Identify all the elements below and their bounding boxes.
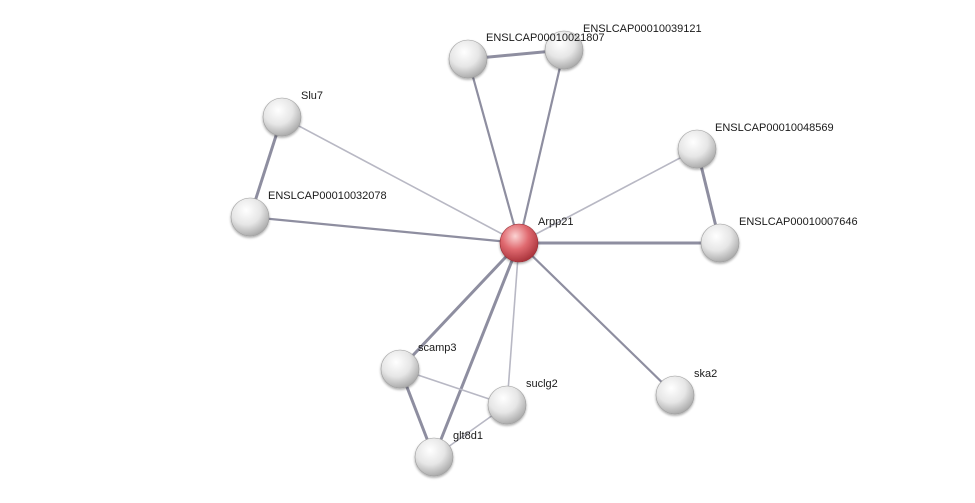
node-label-slu7: Slu7 [301, 90, 323, 102]
node-circle-glt8d1[interactable] [414, 437, 454, 477]
node-circle-enslcap07646[interactable] [700, 223, 740, 263]
edge-arpp21-scamp3[interactable] [398, 241, 521, 371]
node-arpp21[interactable] [499, 223, 539, 263]
edge-arpp21-ska2[interactable] [518, 242, 676, 396]
edge-arpp21-glt8d1[interactable] [432, 242, 521, 458]
node-circle-ska2[interactable] [655, 375, 695, 415]
node-slu7[interactable] [262, 97, 302, 137]
edge-arpp21-suclg2[interactable] [506, 242, 520, 406]
node-label-ska2: ska2 [694, 368, 717, 380]
node-label-arpp21: Arpp21 [538, 216, 573, 228]
edge-arpp21-slu7[interactable] [281, 116, 520, 244]
node-layer [230, 30, 740, 477]
edge-arpp21-enslcap48569[interactable] [518, 148, 698, 244]
edge-layer [248, 48, 722, 458]
node-label-enslcap07646: ENSLCAP00010007646 [739, 216, 858, 228]
node-circle-enslcap48569[interactable] [677, 129, 717, 169]
node-ska2[interactable] [655, 375, 695, 415]
node-label-scamp3: scamp3 [418, 342, 457, 354]
edge-arpp21-enslcap21807[interactable] [466, 58, 521, 244]
node-circle-arpp21[interactable] [499, 223, 539, 263]
node-label-enslcap48569: ENSLCAP00010048569 [715, 122, 834, 134]
label-layer: Arpp21 ENSLCAP00010021807ENSLCAP000100391… [268, 23, 858, 442]
node-circle-enslcap32078[interactable] [230, 197, 270, 237]
node-suclg2[interactable] [487, 385, 527, 425]
node-enslcap07646[interactable] [700, 223, 740, 263]
node-label-enslcap32078: ENSLCAP00010032078 [268, 190, 387, 202]
node-label-enslcap21807: ENSLCAP00010021807 [486, 32, 605, 44]
node-label-suclg2: suclg2 [526, 378, 558, 390]
node-circle-slu7[interactable] [262, 97, 302, 137]
node-label-enslcap39121: ENSLCAP00010039121 [583, 23, 702, 35]
node-circle-scamp3[interactable] [380, 349, 420, 389]
edge-arpp21-enslcap39121[interactable] [517, 49, 566, 244]
node-scamp3[interactable] [380, 349, 420, 389]
node-enslcap32078[interactable] [230, 197, 270, 237]
node-glt8d1[interactable] [414, 437, 454, 477]
edge-arpp21-enslcap32078[interactable] [249, 215, 520, 245]
node-label-glt8d1: glt8d1 [453, 430, 483, 442]
node-enslcap39121[interactable] [544, 30, 584, 70]
node-circle-suclg2[interactable] [487, 385, 527, 425]
node-enslcap21807[interactable] [448, 39, 488, 79]
node-enslcap48569[interactable] [677, 129, 717, 169]
node-circle-enslcap21807[interactable] [448, 39, 488, 79]
node-circle-enslcap39121[interactable] [544, 30, 584, 70]
